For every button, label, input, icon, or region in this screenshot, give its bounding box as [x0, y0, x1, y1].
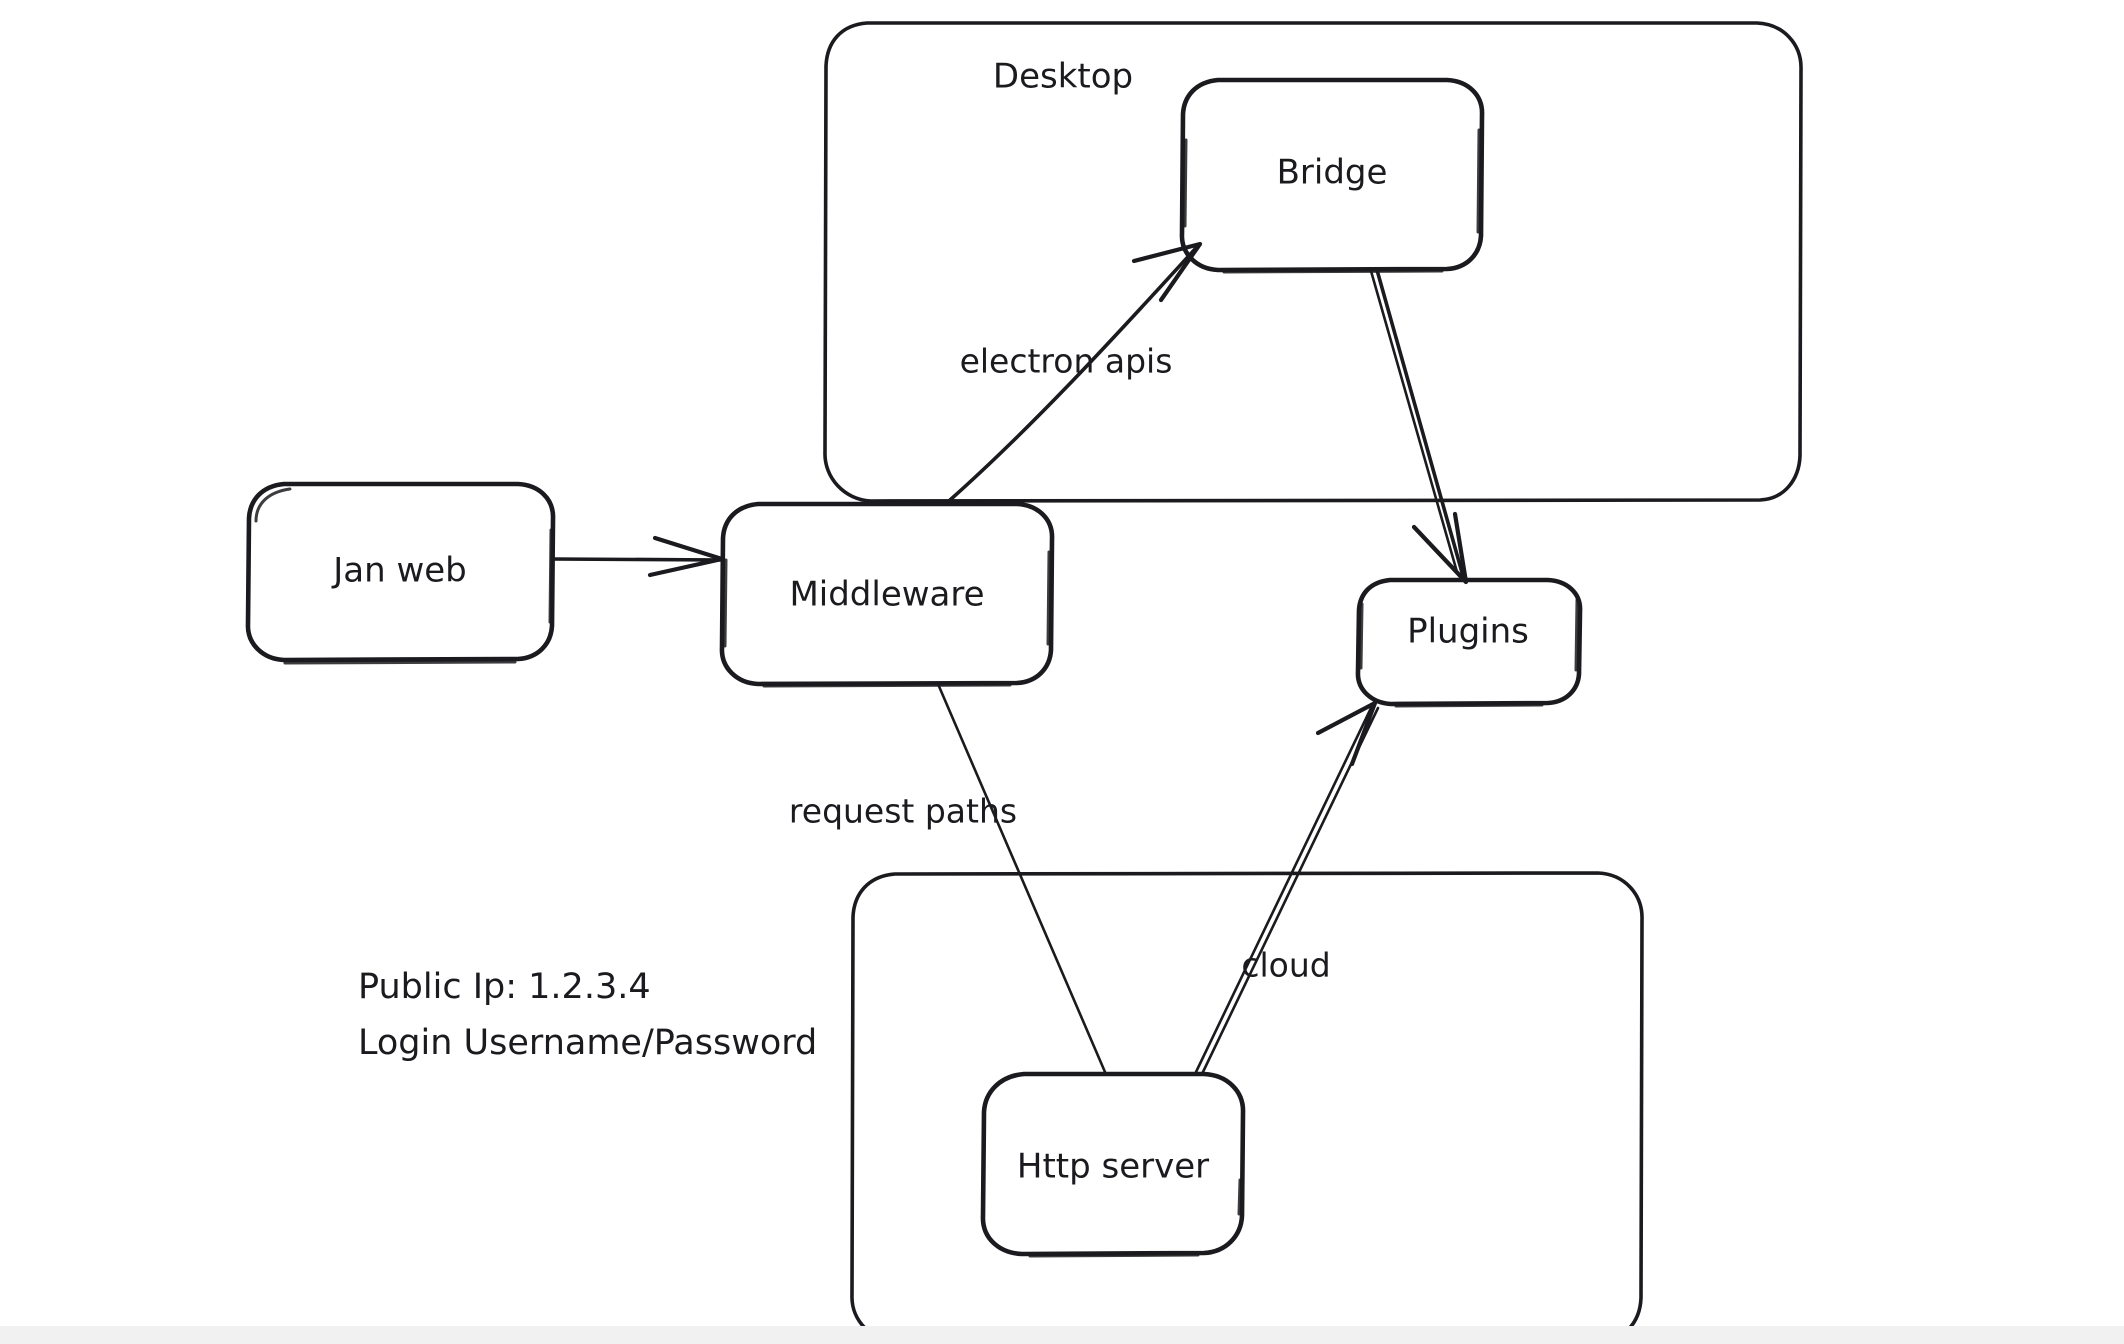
http-server-label: Http server	[1017, 1147, 1209, 1187]
edge-middleware-to-http-server[interactable]: request paths	[789, 682, 1107, 1074]
http-server-box-sketch-overlay	[1028, 1178, 1242, 1258]
edge-http-server-to-plugins[interactable]: cloud	[1194, 700, 1380, 1076]
node-middleware[interactable]: Middleware	[719, 501, 1055, 688]
middleware-to-bridge-arrowhead	[1131, 241, 1203, 303]
container-desktop[interactable]: Desktop	[823, 21, 1803, 503]
bridge-box-outline	[1179, 77, 1485, 273]
http-server-to-plugins-line-sketch	[1200, 706, 1380, 1076]
desktop-container-outline	[823, 21, 1803, 503]
bridge-to-plugins-arrowhead	[1411, 511, 1469, 585]
edge-bridge-to-plugins[interactable]	[1369, 268, 1469, 585]
http-server-to-plugins-arrowhead	[1315, 700, 1378, 767]
notes-block: Public Ip: 1.2.3.4 Login Username/Passwo…	[358, 967, 817, 1063]
bridge-box-sketch-overlay	[1183, 128, 1481, 274]
plugins-box-outline	[1355, 577, 1583, 707]
bridge-to-plugins-line-sketch	[1369, 269, 1459, 574]
middleware-box-outline	[719, 501, 1055, 687]
edge-middleware-to-bridge[interactable]: electron apis	[948, 241, 1203, 502]
container-cloud-group[interactable]	[850, 871, 1644, 1344]
node-plugins[interactable]: Plugins	[1355, 577, 1583, 708]
plugins-label: Plugins	[1407, 612, 1529, 652]
http-server-box-outline	[980, 1071, 1246, 1257]
edge-jan-web-to-middleware[interactable]	[551, 535, 725, 578]
middleware-box-sketch-overlay	[723, 550, 1051, 688]
http-server-to-plugins-line	[1194, 704, 1374, 1074]
plugins-box-sketch-overlay	[1359, 598, 1579, 708]
node-bridge[interactable]: Bridge	[1179, 77, 1485, 274]
jan-web-label: Jan web	[331, 551, 467, 591]
jan-web-to-middleware-arrowhead	[647, 535, 725, 578]
middleware-to-http-server-label: request paths	[789, 792, 1017, 831]
node-http-server[interactable]: Http server	[980, 1071, 1246, 1258]
node-jan-web[interactable]: Jan web	[245, 481, 556, 665]
middleware-to-http-server-line	[936, 682, 1107, 1074]
jan-web-box-outline	[245, 481, 556, 663]
public-ip-note: Public Ip: 1.2.3.4	[358, 967, 651, 1007]
middleware-label: Middleware	[789, 575, 984, 615]
middleware-to-bridge-label: electron apis	[960, 342, 1173, 381]
bridge-label: Bridge	[1277, 153, 1388, 193]
bottom-edge-strip	[0, 1326, 2124, 1344]
jan-web-to-middleware-line	[551, 557, 725, 562]
middleware-to-bridge-line	[948, 246, 1198, 502]
http-server-to-plugins-label: cloud	[1241, 946, 1330, 985]
login-note: Login Username/Password	[358, 1023, 817, 1063]
desktop-container-label: Desktop	[993, 57, 1133, 97]
jan-web-box-sketch-overlay	[254, 487, 553, 665]
bridge-to-plugins-line	[1375, 268, 1465, 578]
cloud-container-outline	[850, 871, 1644, 1344]
